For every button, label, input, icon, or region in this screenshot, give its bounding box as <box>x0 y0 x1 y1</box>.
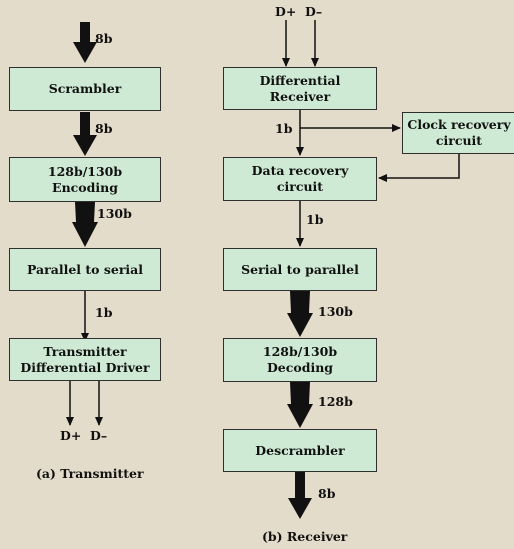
transmitter-driver-block: Transmitter Differential Driver <box>9 338 161 381</box>
transmitter-driver-label: Transmitter Differential Driver <box>20 343 150 375</box>
encoding-block: 128b/130b Encoding <box>9 157 161 202</box>
tx-scrambler-width-label: 8b <box>95 121 113 136</box>
rx-decoding-to-descrambler-arrow <box>287 382 313 428</box>
rx-in-plus-label: D+ <box>275 4 297 19</box>
clock-recovery-block: Clock recovery circuit <box>402 112 514 154</box>
rx-s2p-width-label: 130b <box>318 304 353 319</box>
data-recovery-label: Data recovery circuit <box>251 163 349 194</box>
data-recovery-block: Data recovery circuit <box>223 157 377 201</box>
tx-input-arrow <box>73 22 97 63</box>
tx-scrambler-to-encoding-arrow <box>73 112 97 156</box>
encoding-label: 128b/130b Encoding <box>47 163 123 195</box>
tx-p2s-width-label: 1b <box>95 305 113 320</box>
transmitter-caption: (a) Transmitter <box>36 466 144 481</box>
rx-output-width-label: 8b <box>318 486 336 501</box>
receiver-caption: (b) Receiver <box>262 529 348 544</box>
descrambler-block: Descrambler <box>223 429 377 472</box>
rx-in-minus-label: D– <box>305 4 323 19</box>
scrambler-block: Scrambler <box>9 67 161 111</box>
parallel-to-serial-label: Parallel to serial <box>26 261 144 277</box>
tx-out-minus-label: D– <box>90 428 108 443</box>
tx-out-plus-label: D+ <box>60 428 82 443</box>
decoding-label: 128b/130b Decoding <box>262 344 338 375</box>
rx-data-recovery-width-label: 1b <box>306 212 324 227</box>
serial-to-parallel-block: Serial to parallel <box>223 248 377 291</box>
descrambler-label: Descrambler <box>255 442 345 458</box>
rx-receiver-width-label: 1b <box>275 121 293 136</box>
parallel-to-serial-block: Parallel to serial <box>9 248 161 291</box>
decoding-block: 128b/130b Decoding <box>223 338 377 382</box>
scrambler-label: Scrambler <box>48 81 122 96</box>
serial-to-parallel-label: Serial to parallel <box>241 261 359 277</box>
clock-recovery-label: Clock recovery circuit <box>407 117 511 148</box>
rx-output-arrow <box>288 472 312 519</box>
rx-s2p-to-decoding-arrow <box>287 291 313 337</box>
differential-receiver-block: Differential Receiver <box>223 67 377 110</box>
rx-clock-to-data-recovery-arrow <box>378 154 460 182</box>
differential-receiver-label: Differential Receiver <box>259 72 341 104</box>
tx-encoding-width-label: 130b <box>97 206 132 221</box>
rx-decoding-width-label: 128b <box>318 394 353 409</box>
tx-input-width-label: 8b <box>95 31 113 46</box>
tx-encoding-to-p2s-arrow <box>72 202 98 247</box>
